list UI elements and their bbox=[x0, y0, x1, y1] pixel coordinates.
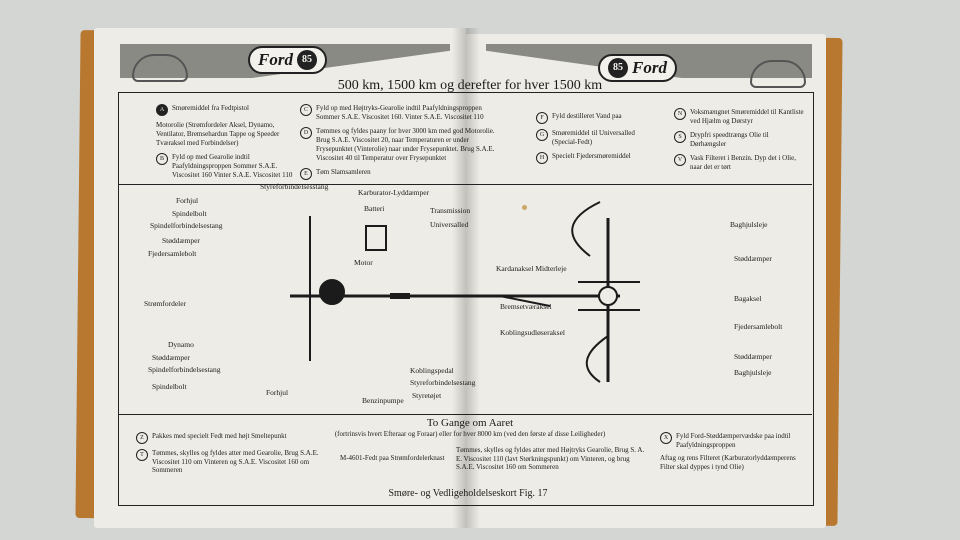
label-fjedersamlebolt: Fjedersamlebolt bbox=[734, 322, 783, 331]
symbol-icon: H bbox=[536, 152, 548, 164]
symbol-icon: S bbox=[674, 131, 686, 143]
symbol-icon: E bbox=[300, 168, 312, 180]
label-koblingspedal: Koblingspedal bbox=[410, 366, 454, 375]
bottom-item: Aftag og rens Filteret (Karburatorlyddæm… bbox=[660, 454, 796, 471]
right-page bbox=[466, 34, 826, 528]
symbol-icon: C bbox=[300, 104, 312, 116]
motor-block bbox=[319, 279, 345, 305]
symbol-icon: Z bbox=[136, 432, 148, 444]
label-kardanaksel: Kardanaksel Midterleje bbox=[496, 264, 567, 273]
bottom-item: M-4601-Fedt paa Strømfordelerknast bbox=[340, 454, 445, 462]
model-badge: 85 bbox=[608, 58, 628, 78]
brake-rod bbox=[499, 295, 551, 307]
bottom-column-2: M-4601-Fedt paa Strømfordelerknast bbox=[340, 454, 450, 468]
label-benzinpumpe: Benzinpumpe bbox=[362, 396, 404, 405]
bottom-column-3: Tømmes, skylles og fyldes atter med Højt… bbox=[456, 446, 646, 477]
bottom-item: Tømmes, skylles og fyldes atter med Højt… bbox=[456, 446, 645, 471]
label-motor: Motor bbox=[354, 258, 373, 267]
car-illustration-icon bbox=[750, 60, 806, 88]
symbol-icon: B bbox=[156, 153, 168, 165]
label-transmission: Transmission bbox=[430, 206, 471, 215]
chassis-diagram bbox=[290, 201, 640, 383]
section-title: To Gange om Aaret bbox=[426, 417, 514, 429]
paper-stain bbox=[522, 205, 527, 210]
figure-caption: Smøre- og Vedligeholdelseskort Fig. 17 bbox=[388, 488, 548, 499]
rear-cable bbox=[585, 335, 609, 383]
label-bremsetvaeraksel: Bremsetværaksel bbox=[500, 302, 552, 311]
label-batteri: Batteri bbox=[364, 204, 385, 213]
symbol-icon: A bbox=[156, 104, 168, 116]
book-gutter bbox=[452, 28, 480, 528]
section-subtitle: (fortrinsvis hvert Efteraar og Foraar) e… bbox=[334, 430, 606, 438]
label-stoddaemper: Støddæmper bbox=[734, 254, 772, 263]
label-spindelbolt: Spindelbolt bbox=[172, 209, 207, 218]
rear-cable bbox=[571, 201, 601, 257]
label-universalled: Universalled bbox=[430, 220, 469, 229]
symbol-icon: X bbox=[660, 432, 672, 444]
divider bbox=[118, 414, 812, 415]
label-forhjul: Forhjul bbox=[266, 388, 289, 397]
battery bbox=[365, 225, 387, 251]
label-stoddaemper: Støddæmper bbox=[734, 352, 772, 361]
symbol-icon: D bbox=[300, 127, 312, 139]
label-spindelforbindelsestang: Spindelforbindelsestang bbox=[148, 365, 221, 374]
symbol-icon: G bbox=[536, 129, 548, 141]
chart-frame bbox=[118, 92, 814, 506]
car-illustration-icon bbox=[132, 54, 188, 82]
label-stoddaemper: Støddæmper bbox=[162, 236, 200, 245]
label-styretojet: Styretøjet bbox=[412, 391, 442, 400]
ford-logo-text: Ford bbox=[632, 58, 667, 77]
divider bbox=[118, 184, 812, 185]
label-karburator-lyddaemper: Karburator-Lyddæmper bbox=[358, 188, 430, 197]
label-koblingsudloeseraksel: Koblingsudløseraksel bbox=[500, 328, 565, 337]
label-dynamo: Dynamo bbox=[168, 340, 194, 349]
label-stoddaemper: Støddæmper bbox=[152, 353, 190, 362]
label-bagaksel: Bagaksel bbox=[734, 294, 762, 303]
ford-logo-left: Ford 85 bbox=[248, 46, 327, 74]
symbol-icon: F bbox=[536, 112, 548, 124]
label-forhjul: Forhjul bbox=[176, 196, 199, 205]
legend-item: Motorolie (Strømfordeler Aksel, Dynamo, … bbox=[156, 121, 280, 147]
symbol-icon: N bbox=[674, 108, 686, 120]
model-badge: 85 bbox=[296, 50, 317, 70]
ford-logo-text: Ford bbox=[258, 50, 293, 69]
label-stromfordeler: Strømfordeler bbox=[144, 299, 187, 308]
differential bbox=[598, 286, 618, 306]
page-heading: 500 km, 1500 km og derefter for hver 150… bbox=[337, 78, 603, 93]
label-spindelbolt: Spindelbolt bbox=[152, 382, 187, 391]
ford-logo-right: 85 Ford bbox=[598, 54, 677, 82]
symbol-icon: V bbox=[674, 154, 686, 166]
label-baghjulsleje: Baghjulsleje bbox=[730, 220, 768, 229]
label-styreforbindelsestang: Styreforbindelsestang bbox=[410, 378, 476, 387]
label-baghjulsleje: Baghjulsleje bbox=[734, 368, 772, 377]
label-styreforbindelsesstang: Styreforbindelsesstang bbox=[260, 182, 329, 191]
label-spindelforbindelsestang: Spindelforbindelsestang bbox=[150, 221, 223, 230]
symbol-icon: T bbox=[136, 449, 148, 461]
label-fjedersamlebolt: Fjedersamlebolt bbox=[148, 249, 197, 258]
